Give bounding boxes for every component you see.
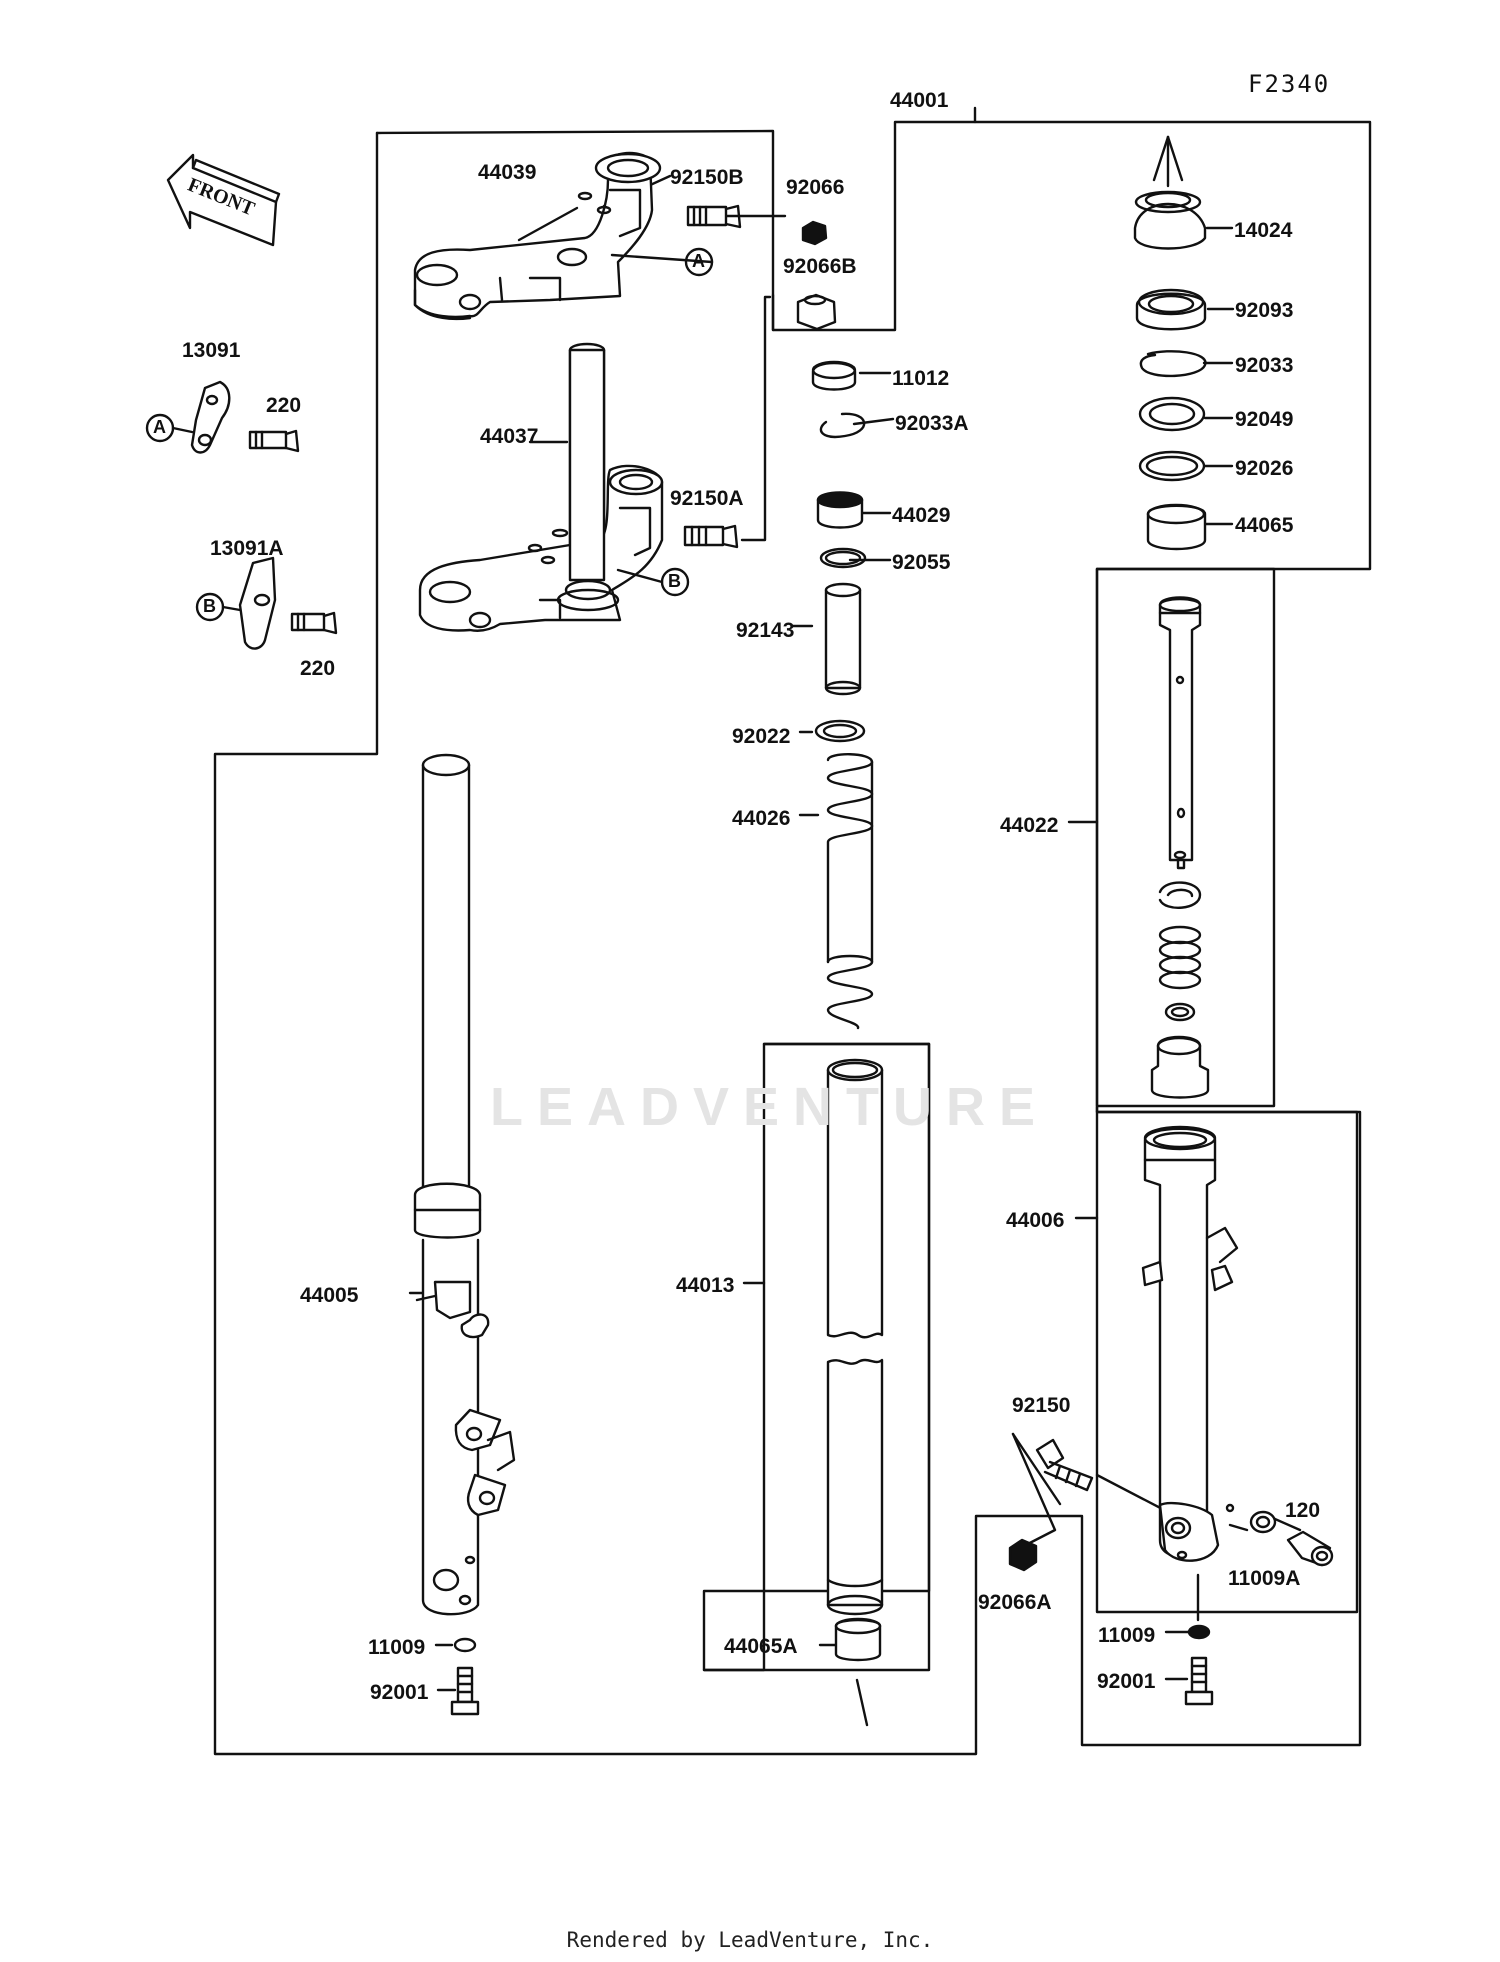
bearing-92093 (1135, 288, 1207, 331)
part-label-44065A: 44065A (724, 1635, 798, 1658)
part-label-44006: 44006 (1006, 1209, 1065, 1232)
part-label-220-a: 220 (266, 394, 302, 417)
part-label-92066B: 92066B (783, 255, 857, 278)
part-label-92150: 92150 (1012, 1394, 1071, 1417)
bolt-120 (1286, 1530, 1334, 1567)
front-arrow (166, 153, 278, 247)
bracket-13091A (238, 556, 338, 650)
footer-credit: Rendered by LeadVenture, Inc. (566, 1928, 934, 1952)
part-label-44026: 44026 (732, 807, 791, 830)
clip-92033A (819, 412, 866, 439)
part-label-220-b: 220 (300, 657, 336, 680)
part-label-92049: 92049 (1235, 408, 1294, 431)
nut-92066A (1008, 1538, 1038, 1572)
part-label-44022: 44022 (1000, 814, 1059, 837)
oring-92055 (819, 547, 867, 569)
damper-rod-44022 (1158, 596, 1202, 870)
bolt-92150B (686, 204, 742, 229)
part-label-44001: 44001 (890, 89, 949, 112)
bushing-44065 (1146, 503, 1207, 551)
piston-44029 (816, 491, 864, 529)
part-label-92033: 92033 (1235, 354, 1294, 377)
part-label-11009-left: 11009 (368, 1636, 426, 1659)
spacer-92143 (824, 582, 862, 696)
part-label-92066A: 92066A (978, 1591, 1052, 1614)
steering-stem (418, 342, 664, 632)
bolt-92150 (1035, 1438, 1094, 1492)
part-label-92055: 92055 (892, 551, 951, 574)
part-label-92001-right: 92001 (1097, 1670, 1156, 1693)
part-label-44037: 44037 (480, 425, 539, 448)
part-label-44029: 44029 (892, 504, 951, 527)
fork-tube-44013 (826, 1058, 884, 1616)
washer-11009-right (1187, 1624, 1211, 1640)
part-label-44039: 44039 (478, 161, 537, 184)
part-label-44065: 44065 (1235, 514, 1294, 537)
part-label-44005: 44005 (300, 1284, 359, 1307)
oil-lock-piece (1150, 1035, 1210, 1099)
washer-11009-left (453, 1637, 477, 1653)
box-44022 (1095, 567, 1276, 1108)
part-label-92093: 92093 (1235, 299, 1294, 322)
assembly-outline-left (213, 131, 1083, 1756)
assembly-outline (375, 120, 1372, 571)
box-44006 (1095, 1110, 1359, 1614)
bushing-92049 (1138, 396, 1206, 432)
washer-92026 (1138, 450, 1206, 482)
part-label-92150A: 92150A (670, 487, 744, 510)
bushing-44065A (834, 1617, 882, 1662)
part-label-92001-left: 92001 (370, 1681, 429, 1704)
spring-44026 (826, 753, 874, 1030)
bearing-cap-14024 (1133, 190, 1207, 250)
ring-upper (1158, 881, 1202, 909)
bracket-13091 (190, 380, 300, 454)
part-label-92143: 92143 (736, 619, 795, 642)
part-label-92033A: 92033A (895, 412, 969, 435)
bolt-92001-right (1184, 1656, 1214, 1706)
part-label-11009-right: 11009 (1098, 1624, 1156, 1647)
watermark: LEADVENTURE (490, 1077, 1050, 1137)
outer-tube-44005 (413, 753, 516, 1616)
part-label-120: 120 (1285, 1499, 1321, 1522)
nut-92066 (801, 220, 828, 246)
cap-92066B (796, 293, 837, 331)
part-label-92026: 92026 (1235, 457, 1294, 480)
part-label-44013: 44013 (676, 1274, 735, 1297)
bolt-92001-left (450, 1666, 480, 1716)
part-label-11009A: 11009A (1228, 1567, 1301, 1590)
part-label-13091A: 13091A (210, 537, 284, 560)
bolt-92150A (683, 524, 739, 549)
upper-triple-clamp (413, 151, 662, 321)
part-label-14024: 14024 (1234, 219, 1293, 242)
clip-92033 (1139, 350, 1207, 378)
callout-letter-a-1: A (692, 251, 705, 271)
part-label-13091: 13091 (182, 339, 241, 362)
rebound-spring (1158, 925, 1202, 990)
part-label-11012: 11012 (892, 367, 950, 390)
part-label-92022: 92022 (732, 725, 791, 748)
part-label-92066: 92066 (786, 176, 845, 199)
cap-11012 (811, 360, 857, 391)
outer-tube-44006 (1141, 1125, 1239, 1562)
callout-letter-b-1: B (668, 571, 681, 591)
callout-letter-b-2: B (203, 596, 216, 616)
washer-92022 (814, 719, 866, 743)
callout-letter-a-2: A (153, 417, 166, 437)
figure-code: F2340 (1248, 70, 1331, 98)
washer-11009A (1249, 1510, 1277, 1534)
part-label-92150B: 92150B (670, 166, 744, 189)
